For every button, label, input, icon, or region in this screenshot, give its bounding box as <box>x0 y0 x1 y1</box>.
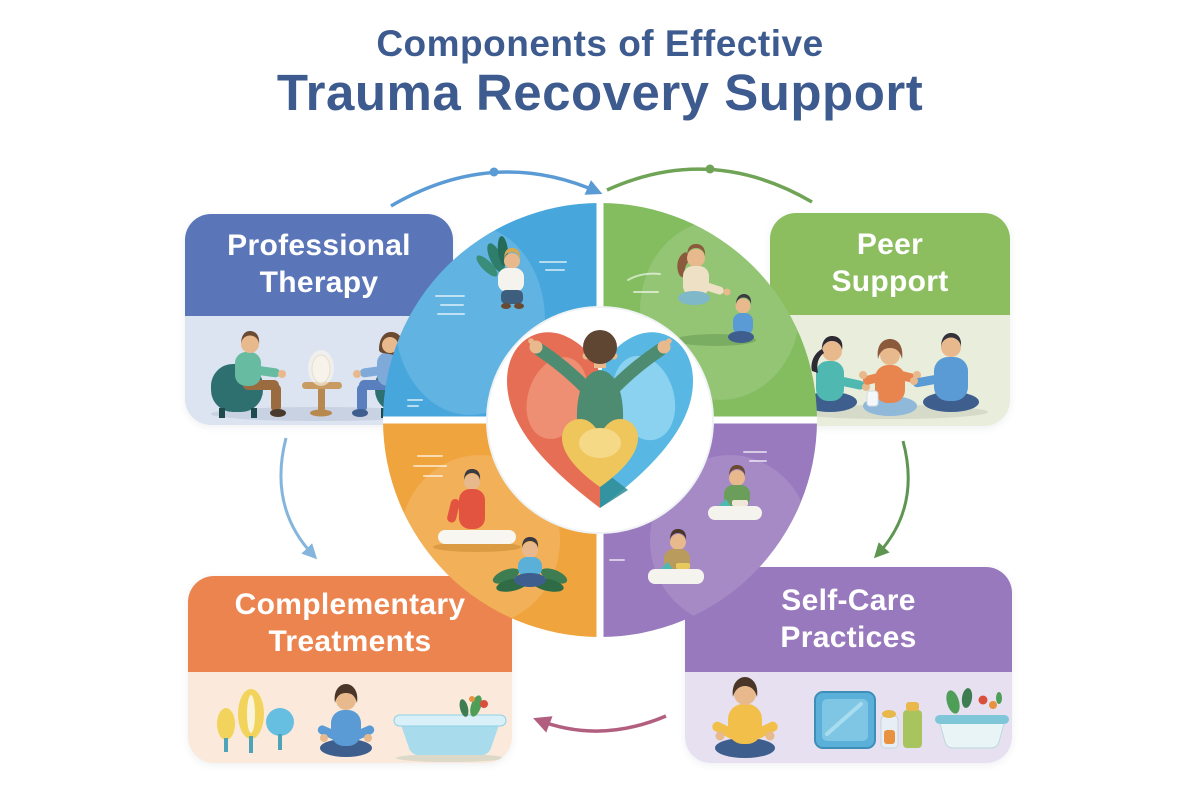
person-figure <box>528 330 672 440</box>
arrow-left-down <box>279 437 318 560</box>
arrow-top-left <box>390 170 603 208</box>
trees-meditation-bath-icon <box>217 684 507 762</box>
card-label-line: Treatments <box>268 625 432 658</box>
card-complementary-treatments-body <box>188 672 512 763</box>
card-complementary-treatments-header: Complementary Treatments <box>188 576 512 672</box>
massage-treatment-figure <box>433 469 521 552</box>
card-self-care-practices-body <box>685 672 1012 763</box>
meditation-journal-plants-icon <box>712 677 1009 758</box>
heart-left-half <box>507 332 600 508</box>
card-self-care-practices: Self-Care Practices <box>685 567 1012 763</box>
card-complementary-treatments: Complementary Treatments <box>188 576 512 763</box>
therapy-session-icon <box>211 331 427 421</box>
card-self-care-practices-header: Self-Care Practices <box>685 567 1012 672</box>
card-label-line: Professional <box>227 229 411 263</box>
title-line-2: Trauma Recovery Support <box>276 63 924 121</box>
card-professional-therapy: Professional Therapy <box>185 214 453 425</box>
card-peer-support: Peer Support <box>770 213 1010 426</box>
card-label-line: Peer <box>856 228 924 262</box>
arrow-top-right <box>606 167 813 204</box>
card-professional-therapy-header: Professional Therapy <box>185 214 453 316</box>
person-embracing-heart-icon <box>486 306 714 534</box>
card-label-line: Therapy <box>259 266 379 299</box>
page-title: Components of Effective Trauma Recovery … <box>0 23 1200 121</box>
heart-inner-yellow <box>562 418 638 487</box>
comforting-pair-figure <box>676 244 756 346</box>
card-label-line: Practices <box>780 620 917 654</box>
card-label-line: Self-Care <box>781 583 916 617</box>
journaling-figure-upper <box>708 465 762 520</box>
arrow-bottom <box>533 714 667 733</box>
arrow-right-down <box>873 440 910 559</box>
heart-right-half <box>600 332 693 508</box>
scribble-accents <box>407 247 775 561</box>
title-line-1: Components of Effective <box>376 23 824 64</box>
ring-texture-and-figures <box>395 220 810 625</box>
card-professional-therapy-body <box>185 316 453 425</box>
card-label-line: Complementary <box>234 588 466 622</box>
card-peer-support-header: Peer Support <box>770 213 1010 315</box>
card-label-line: Support <box>831 265 949 298</box>
plant-holding-figure <box>476 236 524 309</box>
card-peer-support-body <box>770 315 1010 426</box>
peer-group-circle-icon <box>792 333 988 419</box>
